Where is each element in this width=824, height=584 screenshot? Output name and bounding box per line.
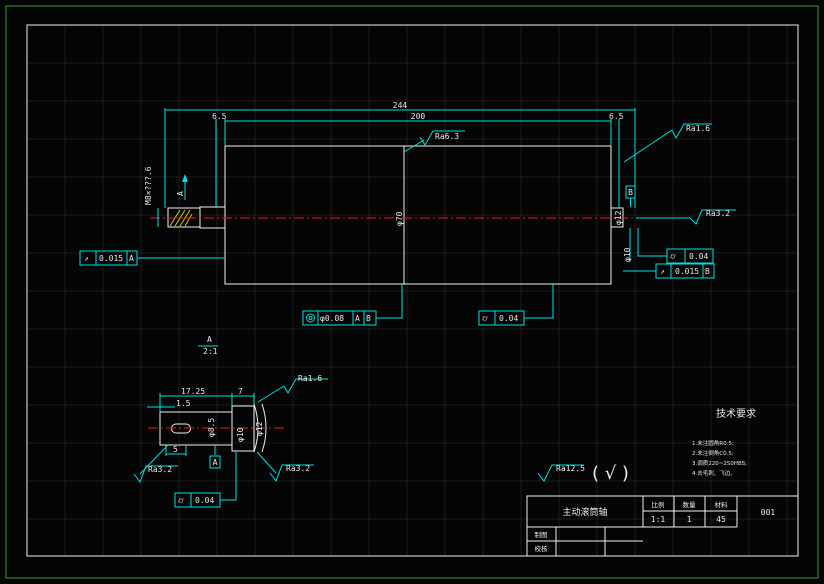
ra-body: Ra6.3 bbox=[403, 130, 465, 153]
detail-len4: 5 bbox=[173, 445, 178, 454]
tech-item: 3.调质220~250HBS; bbox=[692, 459, 747, 467]
dim-right-dia1: φ12 bbox=[614, 210, 623, 225]
tol-coaxial: φ0.08 A B bbox=[302, 284, 403, 326]
detail-keyway bbox=[171, 423, 191, 434]
svg-text:Ra3.2: Ra3.2 bbox=[148, 465, 172, 474]
svg-text:0.015: 0.015 bbox=[99, 254, 123, 263]
svg-text:( √ ): ( √ ) bbox=[592, 463, 629, 484]
general-roughness: Ra12.5 ( √ ) bbox=[537, 463, 629, 484]
svg-text:Ra1.6: Ra1.6 bbox=[298, 374, 322, 383]
outer-border bbox=[5, 5, 819, 579]
detail-dia3: φ12 bbox=[255, 421, 264, 436]
detail-ra-top: Ra1.6 bbox=[257, 374, 328, 403]
main-view: 244 200 6.5 6.5 M8×???.6 A φ70 φ12 φ10 R… bbox=[79, 101, 736, 326]
svg-text:B: B bbox=[705, 267, 710, 276]
label-checked: 校核 bbox=[535, 544, 549, 553]
dim-left-step: 6.5 bbox=[212, 112, 227, 121]
value-scale: 1:1 bbox=[651, 515, 666, 524]
tol-cyl-bottom: ⌭ 0.04 bbox=[478, 284, 554, 326]
svg-text:⌭: ⌭ bbox=[482, 314, 488, 323]
detail-len1: 17.25 bbox=[181, 387, 205, 396]
header-mat: 材料 bbox=[715, 500, 729, 509]
detail-tol-cyl: ⌭ 0.04 bbox=[174, 452, 237, 508]
detail-view: 17.25 7 1.5 5 φ8.5 φ10 φ12 A Ra1.6 Ra3.2… bbox=[133, 374, 328, 508]
tech-title: 技术要求 bbox=[716, 407, 756, 420]
svg-text:0.04: 0.04 bbox=[689, 252, 708, 261]
detail-ra-right: Ra3.2 bbox=[256, 451, 314, 483]
header-qty: 数量 bbox=[683, 500, 697, 509]
svg-text:Ra3.2: Ra3.2 bbox=[286, 464, 310, 473]
svg-text:B: B bbox=[366, 314, 371, 323]
detail-step bbox=[231, 405, 255, 452]
dim-overall: 244 bbox=[393, 101, 408, 110]
detail-len2: 7 bbox=[238, 387, 243, 396]
label-drawn: 制图 bbox=[535, 530, 548, 539]
dim-thread: M8×???.6 bbox=[144, 166, 153, 205]
svg-text:φ0.08: φ0.08 bbox=[320, 314, 344, 323]
svg-text:A: A bbox=[129, 254, 134, 263]
section-label: A bbox=[207, 335, 212, 344]
svg-text:Ra12.5: Ra12.5 bbox=[556, 464, 585, 473]
ra-right-end: Ra3.2 bbox=[636, 209, 736, 225]
tech-item: 2.未注倒角C0.5; bbox=[692, 449, 734, 457]
dim-right-dia2: φ10 bbox=[623, 247, 632, 262]
title-block: 主动滚筒轴 比例 数量 材料 1:1 1 45 001 制图 校核 bbox=[526, 495, 799, 557]
detail-datum-a-box bbox=[209, 455, 221, 469]
svg-text:⌭: ⌭ bbox=[670, 252, 676, 261]
tech-item: 4.去毛刺、飞边。 bbox=[692, 469, 736, 477]
detail-dia1: φ8.5 bbox=[207, 418, 216, 437]
ra-top-right: Ra1.6 bbox=[623, 123, 712, 163]
tech-list: 1.未注圆角R0.5; 2.未注倒角C0.5; 3.调质220~250HBS; 4.去… bbox=[692, 439, 747, 477]
dim-body: 200 bbox=[411, 112, 426, 121]
detail-ra-left: Ra3.2 bbox=[133, 444, 178, 484]
svg-text:↗: ↗ bbox=[660, 267, 665, 276]
dim-main-dia: φ70 bbox=[395, 211, 404, 226]
svg-text:⌭: ⌭ bbox=[178, 496, 184, 505]
svg-text:A: A bbox=[355, 314, 360, 323]
svg-text:Ra6.3: Ra6.3 bbox=[435, 132, 459, 141]
svg-text:Ra3.2: Ra3.2 bbox=[706, 209, 730, 218]
svg-text:0.04: 0.04 bbox=[195, 496, 214, 505]
detail-len3: 1.5 bbox=[176, 399, 191, 408]
header-scale: 比例 bbox=[652, 500, 665, 509]
background-grid bbox=[26, 24, 798, 556]
detail-datum-a: A bbox=[213, 458, 218, 467]
drawing-code: 001 bbox=[761, 508, 776, 517]
detail-dia2: φ10 bbox=[236, 427, 245, 442]
section-arrow-label: A bbox=[176, 191, 185, 196]
tol-right-runout: ↗ 0.015 B bbox=[623, 263, 715, 279]
dim-right-step: 6.5 bbox=[609, 112, 624, 121]
part-name: 主动滚筒轴 bbox=[562, 506, 607, 518]
inner-border bbox=[26, 24, 799, 557]
datum-b: B bbox=[628, 188, 633, 197]
tol-right-cyl: ⌭ 0.04 bbox=[637, 228, 714, 264]
value-mat: 45 bbox=[716, 515, 726, 524]
section-scale: 2:1 bbox=[203, 347, 218, 356]
svg-text:Ra1.6: Ra1.6 bbox=[686, 124, 710, 133]
tol-left-runout: ↗ 0.015 A bbox=[79, 250, 225, 266]
svg-text:0.04: 0.04 bbox=[499, 314, 518, 323]
svg-text:↗: ↗ bbox=[84, 254, 89, 263]
svg-text:0.015: 0.015 bbox=[675, 267, 699, 276]
value-qty: 1 bbox=[687, 515, 692, 524]
tech-item: 1.未注圆角R0.5; bbox=[692, 439, 734, 447]
